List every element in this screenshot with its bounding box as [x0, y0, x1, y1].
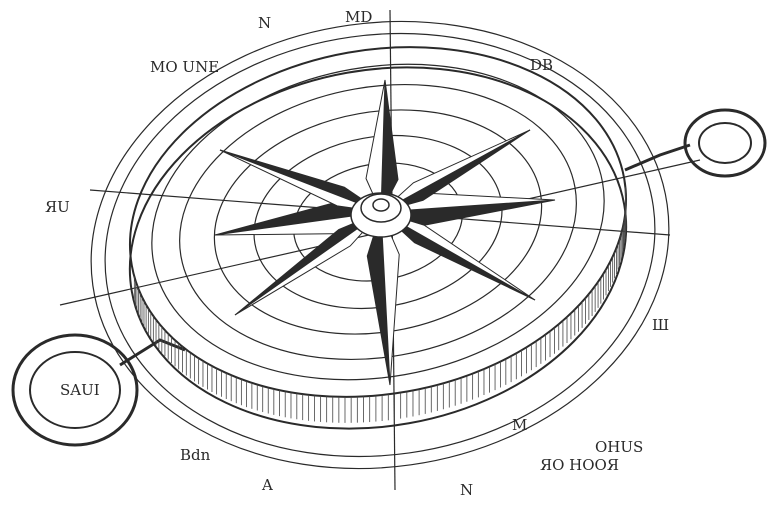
compass-body-top: [128, 46, 628, 398]
outer-ring-inner: [104, 32, 656, 458]
dial-ring-1: [179, 83, 577, 361]
center-pivot: [350, 192, 412, 238]
glyph: MD: [345, 8, 372, 26]
left-ring: [11, 333, 139, 447]
outer-ring: [90, 20, 670, 470]
glyph: Ш: [652, 316, 669, 334]
dial-ring-2: [213, 109, 543, 335]
glyph: A: [261, 476, 273, 494]
right-ring: [683, 108, 767, 178]
glyph: ЯU: [45, 198, 70, 216]
glyph: N: [258, 14, 271, 32]
knurled-edge: [133, 187, 627, 423]
glyph: SAUI: [60, 381, 100, 399]
glyph: N: [460, 481, 473, 499]
glyph: M: [512, 416, 527, 434]
compass-rose-star: [214, 79, 556, 386]
glyph: MO UNE: [150, 58, 219, 76]
glyph: Bdn: [180, 446, 211, 464]
compass-body-base: [128, 66, 628, 430]
glyph: DB: [530, 56, 553, 74]
glyph: ЯO HOOЯ: [540, 456, 619, 474]
ring-glyphs: MO UNE N MD DB ЯU Ш SAUI Bdn N A ЯO HOOЯ…: [45, 8, 669, 499]
glyph: OHUS: [595, 438, 643, 456]
